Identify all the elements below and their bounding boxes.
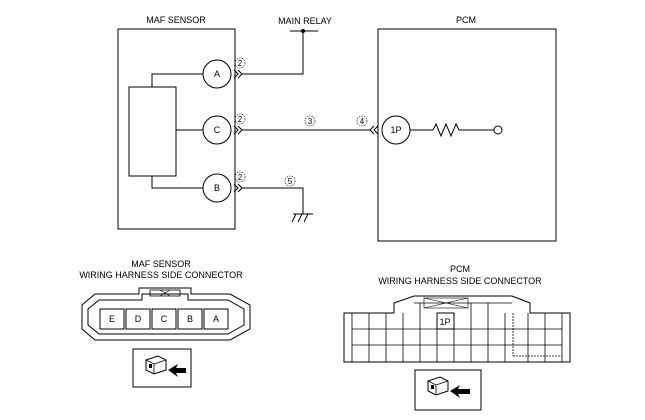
maf-terminal-d: D — [135, 314, 142, 324]
pin-a-label: A — [214, 69, 220, 79]
pcm-terminal-grid — [352, 313, 562, 362]
pin-c: C — [202, 115, 232, 145]
maf-terminal-row: E D C B A — [99, 308, 229, 330]
pin-a: A — [202, 59, 232, 89]
pcm-terminal-1p-label: 1P — [439, 317, 450, 327]
marker-4: 4 — [360, 117, 365, 126]
pcm-title: PCM — [456, 15, 476, 25]
maf-connector-title-2: WIRING HARNESS SIDE CONNECTOR — [79, 270, 243, 280]
pcm-connector-chevrons — [369, 125, 379, 135]
maf-terminal-e: E — [109, 314, 115, 324]
main-relay-wire: MAIN RELAY — [242, 16, 332, 75]
signal-wire: 3 4 — [242, 115, 370, 131]
maf-harness-connector: MAF SENSOR WIRING HARNESS SIDE CONNECTOR… — [79, 259, 251, 388]
pcm-block: PCM 1P — [369, 15, 557, 242]
pcm-harness-connector: PCM WIRING HARNESS SIDE CONNECTOR — [343, 264, 571, 411]
pcm-latch-icon — [423, 297, 469, 309]
maf-connector-title-1: MAF SENSOR — [131, 259, 191, 269]
resistor-icon — [432, 122, 460, 138]
pcm-connector-title-1: PCM — [450, 264, 470, 274]
latch-icon — [149, 289, 181, 297]
terminal-icon — [493, 125, 503, 135]
marker-2-c: 2 — [234, 113, 246, 125]
marker-3: 3 — [308, 117, 313, 126]
marker-2-b: 2 — [234, 171, 246, 183]
svg-text:2: 2 — [238, 59, 243, 68]
pcm-terminal-1p — [436, 312, 455, 330]
sensor-element — [128, 86, 177, 177]
ground-icon — [291, 213, 313, 223]
svg-text:2: 2 — [238, 173, 243, 182]
pin-1p-label: 1P — [390, 125, 401, 135]
marker-2-a: 2 — [234, 57, 246, 69]
pcm-connector-view-icon — [414, 369, 482, 411]
maf-connector-view-icon — [132, 348, 192, 388]
maf-terminal-a: A — [213, 314, 219, 324]
maf-terminal-b: B — [187, 314, 193, 324]
svg-text:2: 2 — [238, 115, 243, 124]
maf-sensor-block: MAF SENSOR — [117, 15, 236, 230]
marker-5: 5 — [288, 177, 293, 186]
maf-terminal-c: C — [161, 314, 168, 324]
pin-b: B — [202, 173, 232, 203]
main-relay-label: MAIN RELAY — [278, 16, 332, 26]
pin-c-label: C — [214, 125, 221, 135]
ground-wire: 5 — [242, 175, 313, 223]
maf-sensor-title: MAF SENSOR — [146, 15, 206, 25]
pin-b-label: B — [214, 183, 220, 193]
pcm-connector-title-2: WIRING HARNESS SIDE CONNECTOR — [378, 276, 542, 286]
